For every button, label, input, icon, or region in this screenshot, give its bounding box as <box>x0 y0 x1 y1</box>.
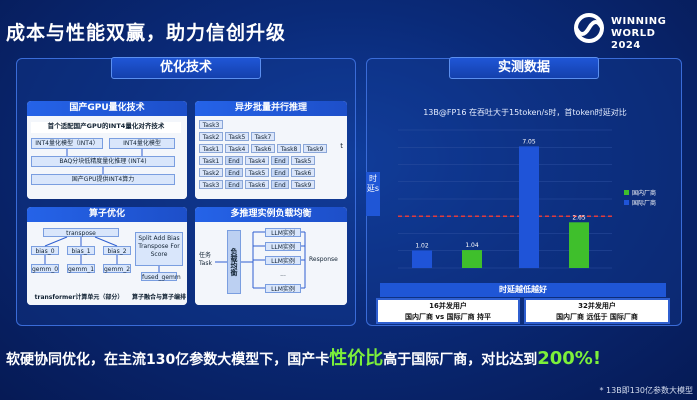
quant-baq: BAQ分块低精度量化推理 (INT4) <box>31 156 175 167</box>
op-bias-2: bias_2 <box>103 246 131 255</box>
batch-title: 异步批量并行推理 <box>195 101 347 116</box>
batch-cell: Task9 <box>303 144 327 153</box>
batch-cell: Task2 <box>199 168 223 177</box>
cmp-32-line1: 32并发用户 <box>578 302 616 310</box>
multi-llm-5: LLM实例 <box>265 284 301 293</box>
bar-国内厂商 <box>569 222 589 268</box>
batch-cell: Task5 <box>225 132 249 141</box>
cmp-32-users: 32并发用户 国内厂商 远低于 国际厂商 <box>524 298 670 324</box>
op-gemm-1: gemm_1 <box>67 264 95 273</box>
batch-cell: Task9 <box>291 180 315 189</box>
bottom-statement: 软硬协同优化，在主流130亿参数大模型下，国产卡性价比高于国际厂商，对比达到20… <box>6 344 601 370</box>
batch-cell: End <box>225 180 243 189</box>
chart-title: 13B@FP16 在吞吐大于15token/s时，首token时延对比 <box>423 108 627 117</box>
multi-title: 多推理实例负载均衡 <box>195 207 347 222</box>
op-fused-gemm: fused_gemm <box>141 272 181 281</box>
legend-label: 国内厂商 <box>632 189 656 197</box>
legend-swatch-国际厂商 <box>624 200 629 205</box>
batch-cell: End <box>271 180 289 189</box>
batch-cell: Task8 <box>277 144 301 153</box>
bar-国内厂商 <box>462 250 482 268</box>
op-gemm-0: gemm_0 <box>31 264 59 273</box>
axis-side-label: 时延s <box>366 172 380 216</box>
cmp-16-users: 16并发用户 国内厂商 vs 国际厂商 持平 <box>376 298 520 324</box>
cmp-32-line2: 国内厂商 远低于 国际厂商 <box>556 313 638 321</box>
multi-response: Response <box>309 256 338 263</box>
bar-value-label: 2.65 <box>572 214 586 221</box>
op-bias-0: bias_0 <box>31 246 59 255</box>
bottom-part1: 软硬协同优化，在主流130亿参数大模型下，国产卡 <box>6 352 330 368</box>
bottom-highlight1: 性价比 <box>329 348 384 369</box>
multi-task-label: 任务 Task <box>199 252 212 267</box>
batch-cell: End <box>271 168 289 177</box>
quant-top: 首个适配国产GPU的INT4量化对齐技术 <box>31 122 181 133</box>
optimization-panel: 优化技术 国产GPU量化技术 首个适配国产GPU的INT4量化对齐技术 INT4… <box>16 57 356 326</box>
batch-cell: Task6 <box>291 168 315 177</box>
bottom-part2: 高于国际厂商，对比达到 <box>383 352 538 368</box>
quant-card: 国产GPU量化技术 首个适配国产GPU的INT4量化对齐技术 INT4量化模型（… <box>27 101 187 199</box>
batch-cell: Task6 <box>245 180 269 189</box>
logo-line1: WINNING <box>611 16 667 27</box>
measured-data-header: 实测数据 <box>449 57 599 79</box>
optimization-header: 优化技术 <box>111 57 261 79</box>
batch-cell: Task3 <box>199 120 223 129</box>
batch-axis-t: t <box>340 142 343 150</box>
bottom-highlight2: 200%! <box>537 348 602 369</box>
batch-cell: Task3 <box>199 180 223 189</box>
cmp-16-line1: 16并发用户 <box>429 302 467 310</box>
page-title: 成本与性能双赢，助力信创升级 <box>6 22 287 44</box>
batch-cell: Task5 <box>291 156 315 165</box>
batch-cell: Task4 <box>225 144 249 153</box>
bar-value-label: 1.02 <box>415 242 429 249</box>
op-caption-left: transformer计算单元（部分） <box>34 294 124 301</box>
quant-model-int4: INT4量化模型（INT4） <box>31 138 103 149</box>
bar-国际厂商 <box>412 250 432 268</box>
op-transpose: transpose <box>43 228 119 237</box>
op-caption-right: 算子融合与算子编排 <box>131 294 186 301</box>
op-gemm-2: gemm_2 <box>103 264 131 273</box>
logo-mark-icon <box>574 13 604 43</box>
quant-title: 国产GPU量化技术 <box>27 101 187 116</box>
operator-card: 算子优化 transpose bias_0 bias_1 bias_2 gemm… <box>27 207 187 305</box>
bar-国际厂商 <box>519 146 539 268</box>
bar-value-label: 1.04 <box>465 242 479 249</box>
multi-llm-1: LLM实例 <box>265 228 301 237</box>
op-bias-1: bias_1 <box>67 246 95 255</box>
chart-footer: 时延越低越好 <box>380 283 666 297</box>
bar-value-label: 7.05 <box>522 138 536 145</box>
operator-title: 算子优化 <box>27 207 187 222</box>
batch-cell: Task7 <box>251 132 275 141</box>
batch-cell: End <box>225 156 243 165</box>
multi-card: 多推理实例负载均衡 任务 Task 负载均衡 LLM实例 LLM实例 LLM实例… <box>195 207 347 305</box>
multi-llm-3: LLM实例 <box>265 256 301 265</box>
legend-swatch-国内厂商 <box>624 190 629 195</box>
op-arrows <box>44 236 160 272</box>
multi-llm-2: LLM实例 <box>265 242 301 251</box>
multi-balancer: 负载均衡 <box>227 230 241 294</box>
batch-cell: End <box>271 156 289 165</box>
batch-cell: Task6 <box>251 144 275 153</box>
legend-label: 国际厂商 <box>632 199 656 207</box>
winning-world-logo: WINNING WORLD 2024 <box>571 10 689 51</box>
multi-llm-more: ... <box>280 271 286 278</box>
batch-cell: Task4 <box>245 156 269 165</box>
quant-gpu: 国产GPU提供INT4算力 <box>31 174 175 185</box>
cmp-16-line2: 国内厂商 vs 国际厂商 持平 <box>404 313 492 321</box>
batch-cell: Task1 <box>199 144 223 153</box>
footnote: * 13B即130亿参数大模型 <box>599 386 693 395</box>
batch-cell: Task2 <box>199 132 223 141</box>
batch-cell: Task1 <box>199 156 223 165</box>
multi-arrows <box>215 231 306 289</box>
quant-model: INT4量化模型 <box>109 138 175 149</box>
op-fused: Split Add Bias Transpose For Score <box>135 232 183 266</box>
quant-arrows <box>66 149 143 174</box>
batch-cell: End <box>225 168 243 177</box>
batch-cell: Task5 <box>245 168 269 177</box>
logo-line2: WORLD 2024 <box>611 28 656 51</box>
